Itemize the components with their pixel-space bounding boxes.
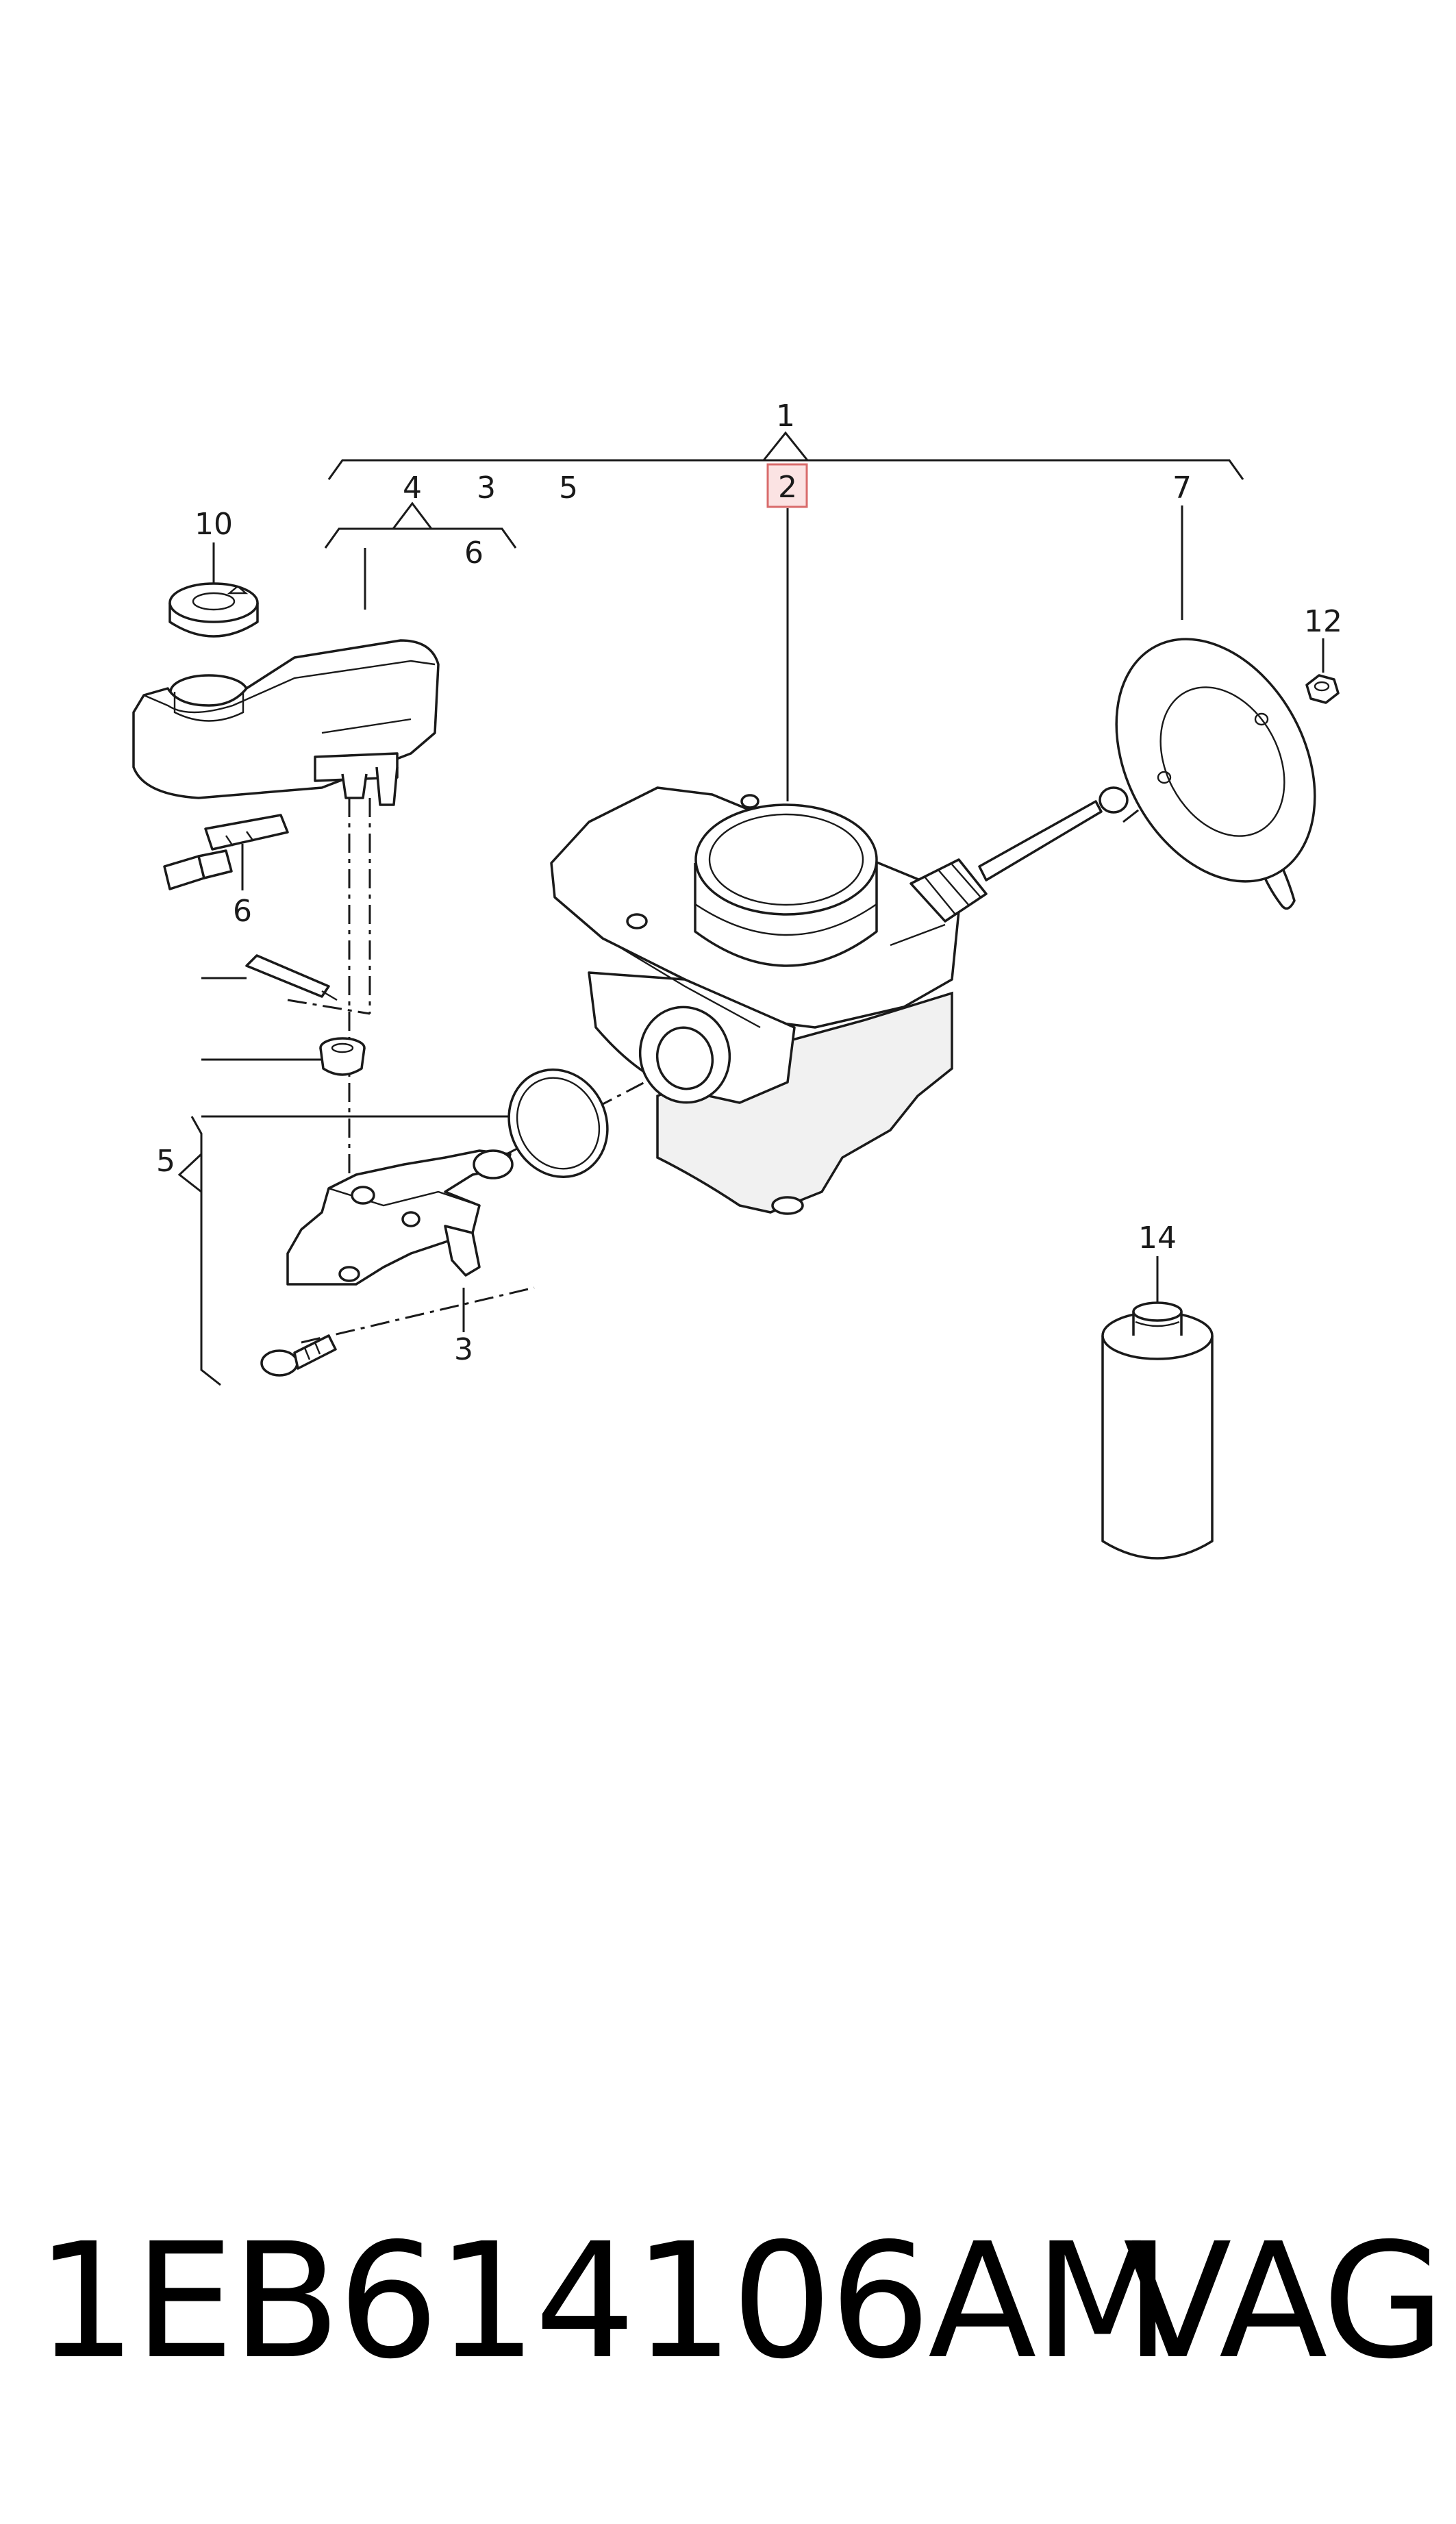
brake-booster-icon	[550, 786, 1129, 1215]
o-ring-icon	[507, 1068, 609, 1179]
callout-6-group: 6	[464, 536, 484, 571]
callout-2-highlight: 2	[766, 463, 808, 508]
callout-14: 14	[1138, 1221, 1177, 1255]
exploded-parts-diagram: 1 2 4 3 5 6 7 10 12 6 5 3 14	[132, 399, 1342, 1560]
callout-6: 6	[233, 894, 252, 929]
grommet-icon	[319, 1037, 366, 1076]
master-cylinder-icon	[286, 1149, 514, 1286]
callout-10: 10	[194, 507, 233, 542]
brake-fluid-reservoir-icon	[132, 639, 440, 806]
callout-5-group: 5	[559, 471, 578, 505]
part-number-label: 1EB614106AM	[36, 2209, 1171, 2394]
callout-3-group: 3	[477, 471, 496, 505]
pin-icon	[245, 954, 338, 1001]
callout-7: 7	[1172, 471, 1192, 505]
level-sensor-icon	[163, 814, 289, 890]
callout-3: 3	[454, 1332, 473, 1367]
brand-label: VAG	[1123, 2209, 1445, 2394]
nut-icon	[1305, 674, 1340, 704]
reservoir-cap-icon	[168, 582, 259, 710]
leader-lines	[201, 505, 1325, 1332]
callout-5: 5	[156, 1144, 175, 1179]
group-bracket-1	[177, 431, 1244, 1386]
callout-2: 2	[778, 470, 797, 505]
bolt-icon	[260, 1334, 337, 1377]
callout-12: 12	[1304, 604, 1342, 639]
callout-1: 1	[776, 399, 795, 434]
callout-4: 4	[403, 471, 422, 505]
fluid-bottle-icon	[1101, 1301, 1214, 1560]
footer: 1EB614106AM VAG	[0, 2212, 1456, 2390]
gasket-plate-icon	[1115, 638, 1316, 910]
